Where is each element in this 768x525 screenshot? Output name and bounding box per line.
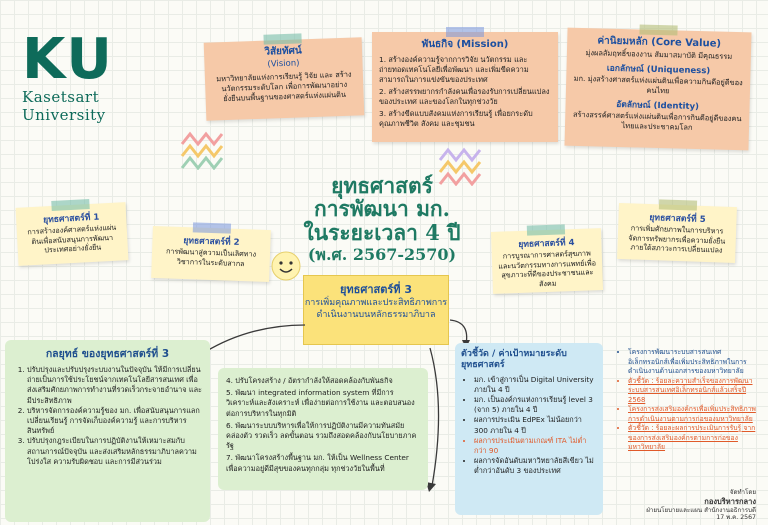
title-line-4: (พ.ศ. 2567-2570)	[307, 245, 457, 264]
mission-item-3: 3. สร้างขีดแบบสังคมแห่งการเรียนรู้ เพื่อ…	[379, 108, 533, 128]
strategy-list-panel: กลยุทธ์ ของยุทธศาสตร์ที่ 3 ปรับปรุงและปร…	[5, 340, 210, 522]
kpi-panel: ตัวชี้วัด / ค่าเป้าหมายระดับยุทธศาสตร์ ม…	[455, 343, 603, 515]
title-line-1: ยุทธศาสตร์	[331, 173, 433, 198]
strategy-3-title: ยุทธศาสตร์ที่ 3	[339, 283, 413, 296]
main-title: ยุทธศาสตร์ การพัฒนา มก. ในระยะเวลา 4 ปี …	[262, 175, 502, 265]
footer-org: กองบริหารกลาง	[704, 497, 756, 507]
strategy-5-note: ยุทธศาสตร์ที่ 5 การเพิ่มศักยภาพในการบริห…	[617, 199, 737, 264]
ku-logo: KU Kasetsart University	[22, 27, 182, 125]
strategy-3-body: การเพิ่มคุณภาพและประสิทธิภาพการดำเนินงาน…	[304, 298, 448, 320]
strategy-5-body: การเพิ่มศักยภาพในการบริหารจัดการทรัพยากร…	[628, 223, 726, 256]
strategy-1-body: การสร้างองค์ศาสตร์แห่งแผ่นดินเพื่อสนับสน…	[27, 222, 117, 255]
strategy-4-note: ยุทธศาสตร์ที่ 4 การบูรณาการศาสตร์สุขภาพ …	[490, 224, 604, 294]
kpi-item: มก. เข้าสู่การเป็น Digital University ภา…	[474, 375, 597, 395]
uniqueness-body: มก. มุ่งสร้างศาสตร์แห่งแผ่นดินเพื่อความก…	[573, 73, 743, 96]
strategy-item: 5. พัฒนา integrated information system ท…	[226, 388, 415, 418]
projects-panel: โครงการพัฒนาระบบสารสนเทศอิเล็กทรอนิกส์เพ…	[614, 344, 762, 492]
vision-card: วิสัยทัศน์ (Vision) มหาวิทยาลัยแห่งการเร…	[203, 33, 365, 121]
kpi-title: ตัวชี้วัด / ค่าเป้าหมายระดับยุทธศาสตร์	[461, 349, 567, 371]
footer-date: 17 พ.ค. 2567	[716, 514, 756, 522]
kpi-item: มก. เป็นองค์กรแห่งการเรียนรู้ level 3 (จ…	[474, 395, 597, 415]
strategy-2-body: การพัฒนาสู่ความเป็นเลิศทางวิชาการในระดับ…	[165, 246, 257, 268]
strategy-item: 6. พัฒนาระบบบริหารเพื่อให้การปฏิบัติงานม…	[226, 420, 417, 451]
vision-body: มหาวิทยาลัยแห่งการเรียนรู้ วิจัย และ สร้…	[216, 69, 352, 104]
logo-mark: KU	[22, 27, 114, 92]
kpi-item: ผลการประเมิน EdPEx ไม่น้อยกว่า 300 ภายใน…	[474, 415, 597, 435]
footer: จัดทำโดย กองบริหารกลาง ฝ่ายนโยบายและแผน …	[646, 489, 756, 522]
strategy-item: 4. ปรับโครงสร้าง / อัตรากำลังให้สอดคล้อง…	[226, 376, 393, 385]
strategy-item: 7. พัฒนาโครงสร้างพื้นฐาน มก. ให้เป็น Wel…	[226, 453, 409, 473]
logo-name: Kasetsart University	[22, 88, 106, 124]
mission-title: พันธกิจ (Mission)	[421, 39, 509, 50]
strategy-2-note: ยุทธศาสตร์ที่ 2 การพัฒนาสู่ความเป็นเลิศท…	[151, 222, 271, 283]
project-item: โครงการพัฒนาระบบสารสนเทศอิเล็กทรอนิกส์เพ…	[628, 348, 758, 377]
arrow-down-icon	[426, 347, 440, 492]
smiley-icon	[271, 251, 301, 281]
zigzag-icon	[180, 131, 224, 170]
strategy-item: ปรับปรุงและปรับปรุงระบบงานในปัจจุบัน ให้…	[27, 365, 204, 406]
identity-body: สร้างสรรค์ศาสตร์แห่งแผ่นดินเพื่อการกินดี…	[572, 109, 742, 132]
footer-line: ฝ่ายนโยบายและแผน สำนักงานอธิการบดี	[646, 506, 756, 514]
mission-item-1: 1. สร้างองค์ความรู้จากการวิจัย นวัตกรรม …	[379, 55, 529, 84]
title-line-3: ในระยะเวลา 4 ปี	[303, 220, 461, 245]
kpi-item: ผลการจัดอันดับมหาวิทยาลัยสีเขียว ไม่ต่ำก…	[474, 456, 597, 476]
strategy-item: ปรับปรุงกฎระเบียบในการปฏิบัติงานให้เหมาะ…	[27, 436, 204, 467]
title-line-2: การพัฒนา มก.	[314, 196, 450, 221]
strategy-3-box: ยุทธศาสตร์ที่ 3 การเพิ่มคุณภาพและประสิทธ…	[303, 275, 449, 345]
mission-card: พันธกิจ (Mission) 1. สร้างองค์ความรู้จาก…	[372, 27, 558, 142]
strategy-1-note: ยุทธศาสตร์ที่ 1 การสร้างองค์ศาสตร์แห่งแผ…	[15, 199, 129, 266]
strategy-4-body: การบูรณาการศาสตร์สุขภาพ และนวัตกรรมทางกา…	[498, 248, 597, 289]
kpi-item-highlight: ผลการประเมินตามเกณฑ์ ITA ไม่ต่ำกว่า 90	[474, 436, 597, 456]
strategy-list-title: กลยุทธ์ ของยุทธศาสตร์ที่ 3	[45, 348, 170, 360]
project-kpi: ตัวชี้วัด : ร้อยละผลการประเมินการรับรู้ …	[628, 424, 758, 453]
project-item: โครงการส่งเสริมองค์กรเพื่อเพิ่มประสิทธิภ…	[628, 405, 758, 424]
project-kpi: ตัวชี้วัด : ร้อยละความสำเร็จของการพัฒนาร…	[628, 377, 758, 406]
mission-item-2: 2. สร้างสรรพยากรกำลังคนเพื่อรองรับการเปล…	[379, 86, 550, 106]
strategy-item: บริหารจัดการองค์ความรู้ของ มก. เพื่อสนับ…	[27, 406, 204, 437]
strategy-list-panel-2: 4. ปรับโครงสร้าง / อัตรากำลังให้สอดคล้อง…	[218, 368, 428, 490]
values-card: ค่านิยมหลัก (Core Value) มุ่งผลสัมฤทธิ์ข…	[564, 24, 752, 151]
zigzag-icon	[438, 147, 482, 186]
footer-line: จัดทำโดย	[729, 489, 756, 497]
